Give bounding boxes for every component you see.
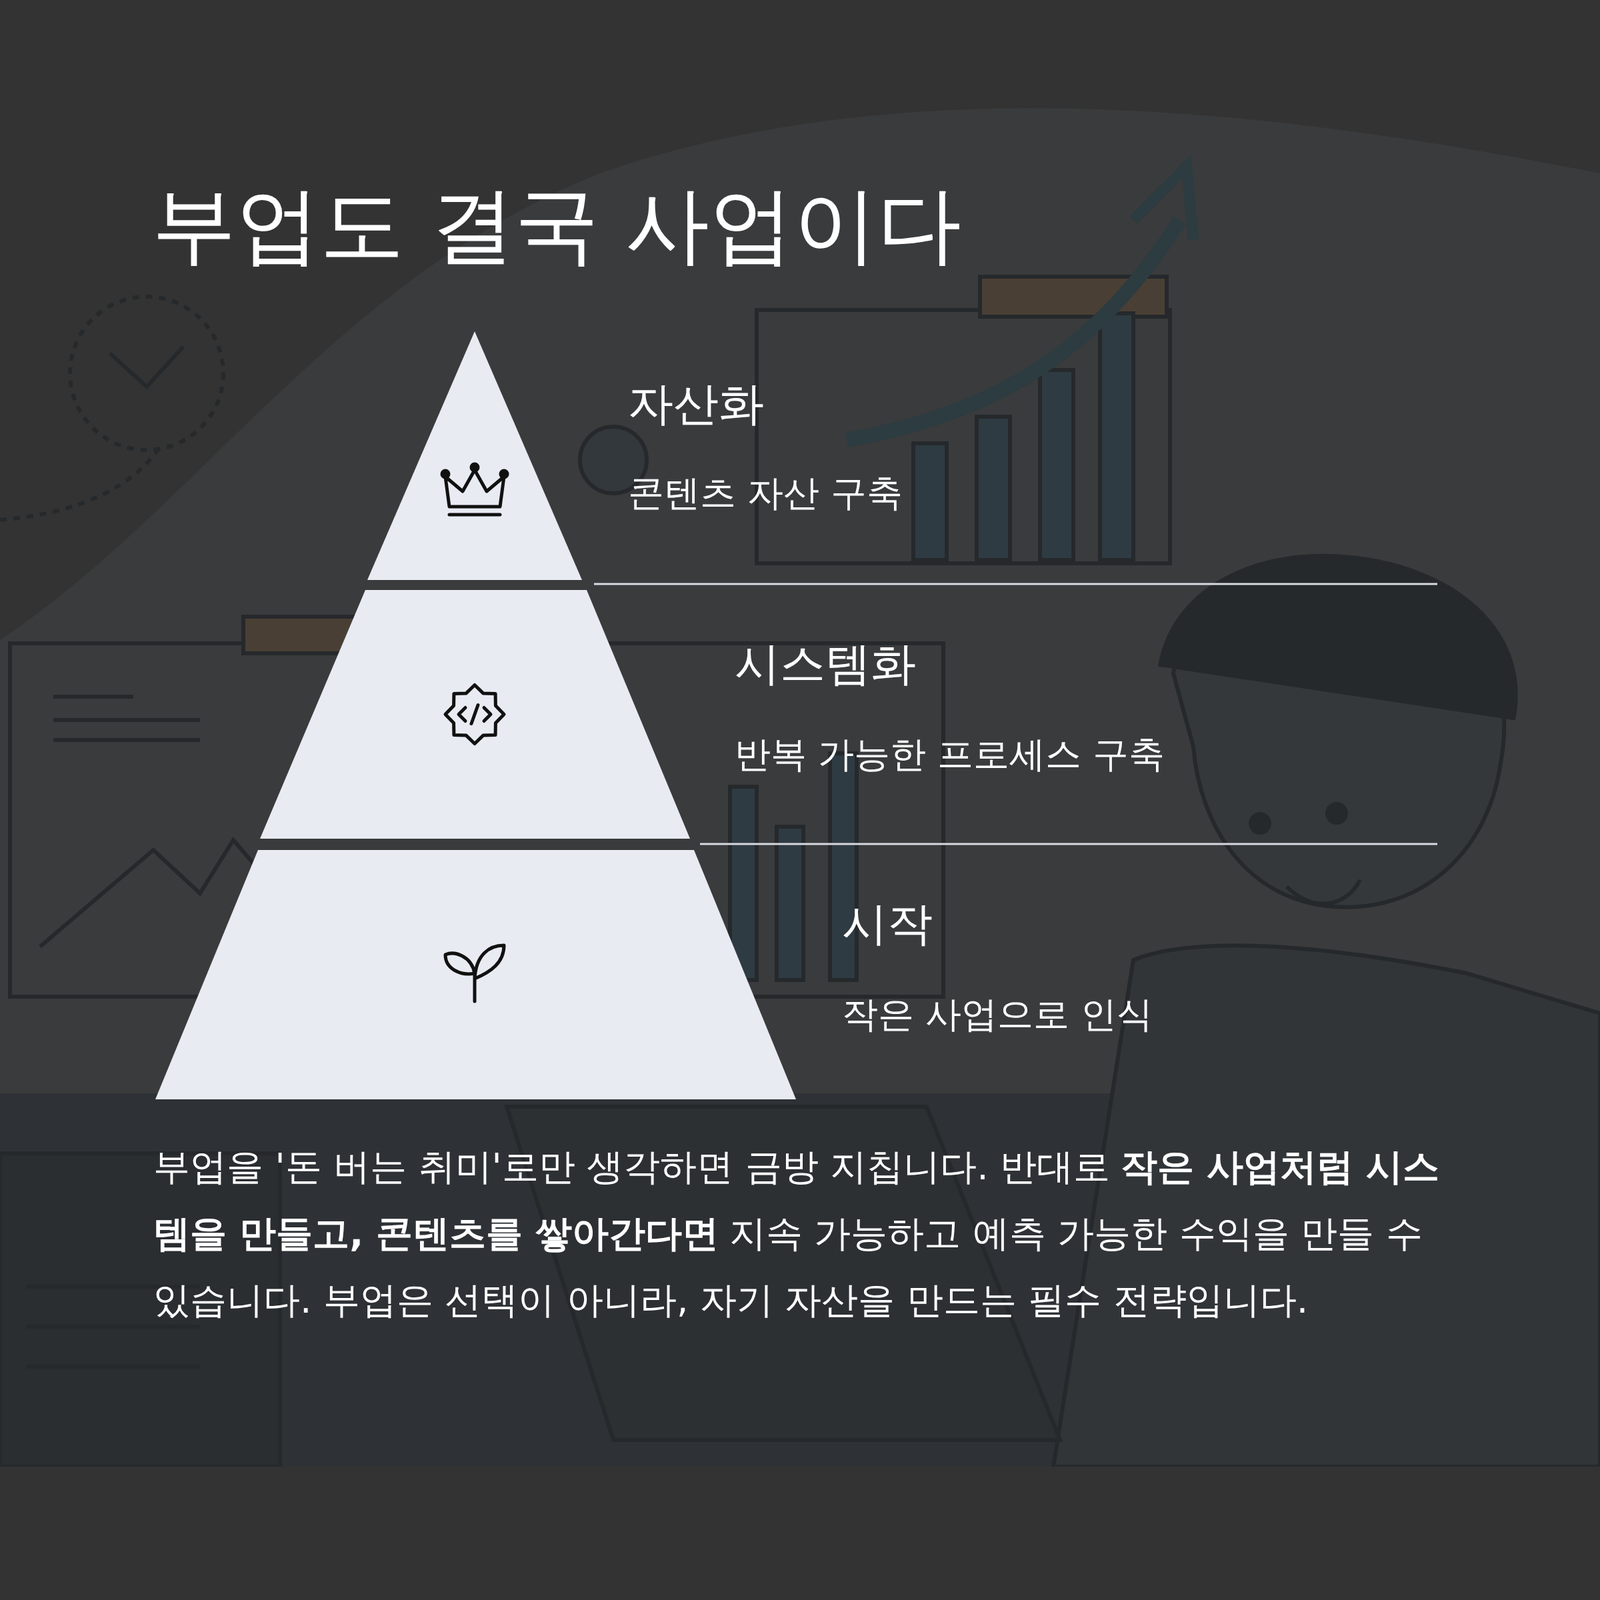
level-heading: 자산화	[628, 376, 764, 432]
pyramid-level: 자산화콘텐츠 자산 구축	[0, 331, 1600, 580]
level-description: 콘텐츠 자산 구축	[628, 472, 903, 516]
level-heading: 시스템화	[734, 636, 916, 692]
body-text: 부업을 '돈 버는 취미'로만 생각하면 금방 지칩니다. 반대로	[153, 1145, 1110, 1188]
pyramid-level: 시스템화반복 가능한 프로세스 구축	[0, 590, 1600, 839]
gear-icon	[445, 685, 504, 744]
pyramid-level: 시작작은 사업으로 인식	[0, 850, 1600, 1100]
sprout-icon	[445, 945, 504, 1002]
pyramid-band	[0, 331, 1600, 580]
level-heading: 시작	[842, 896, 933, 952]
pyramid-band	[0, 850, 1600, 1100]
pyramid-band	[0, 590, 1600, 839]
level-description: 반복 가능한 프로세스 구축	[734, 733, 1166, 777]
body-paragraph: 부업을 '돈 버는 취미'로만 생각하면 금방 지칩니다. 반대로작은 사업처럼…	[153, 1133, 1450, 1334]
diagram-title: 부업도 결국 사업이다	[152, 174, 962, 276]
crown-icon	[442, 464, 508, 515]
level-description: 작은 사업으로 인식	[842, 993, 1153, 1037]
